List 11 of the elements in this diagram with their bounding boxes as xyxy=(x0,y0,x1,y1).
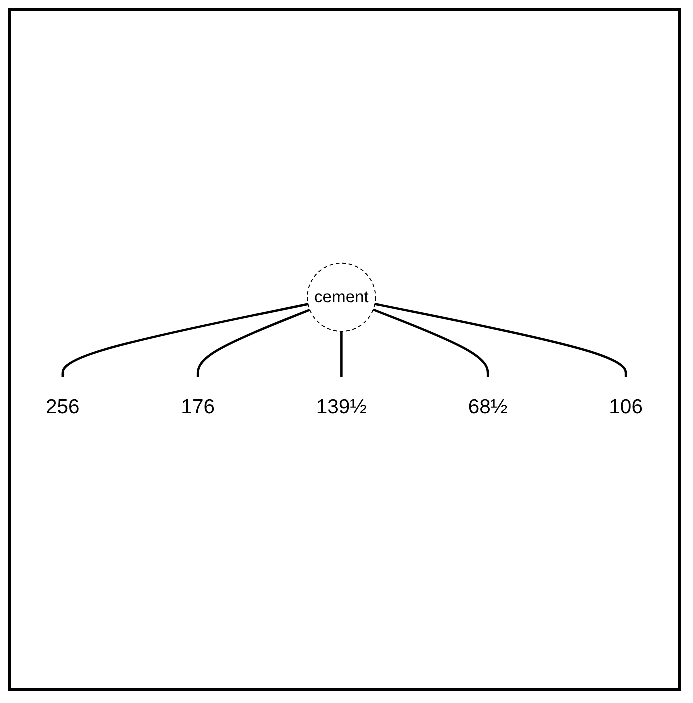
node-text: 68½ xyxy=(468,395,508,418)
node-text: 176 xyxy=(181,395,215,418)
connector xyxy=(373,308,490,378)
node-text: 106 xyxy=(609,395,643,418)
connector xyxy=(196,308,310,378)
connector xyxy=(374,303,628,378)
node-text: 139½ xyxy=(316,395,368,418)
node-text: 256 xyxy=(46,395,80,418)
connector xyxy=(62,303,309,378)
node-circle: cement xyxy=(307,262,376,332)
connector xyxy=(340,332,343,378)
